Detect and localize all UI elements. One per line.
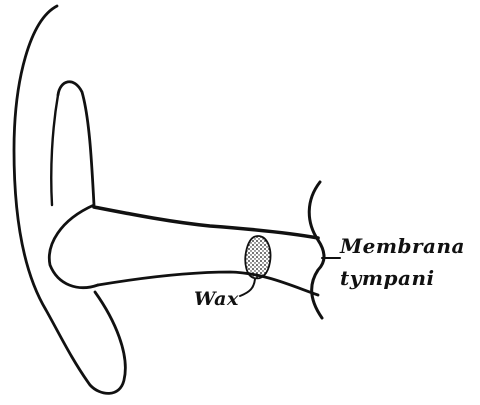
tympanic-membrane <box>307 180 326 320</box>
membrana-label: Membrana <box>340 234 466 258</box>
ear-canal-upper-wall <box>92 205 320 240</box>
wax-label: Wax <box>194 288 239 310</box>
auricle-inner-fold <box>47 80 100 290</box>
auricle-outer-rim <box>12 4 127 395</box>
auricle-inner-fold-left <box>50 93 60 207</box>
wax-blob <box>244 235 272 280</box>
tympani-label: tympani <box>340 266 435 290</box>
wax-leader-line <box>239 278 256 297</box>
ear-canal-lower-wall <box>96 270 320 297</box>
